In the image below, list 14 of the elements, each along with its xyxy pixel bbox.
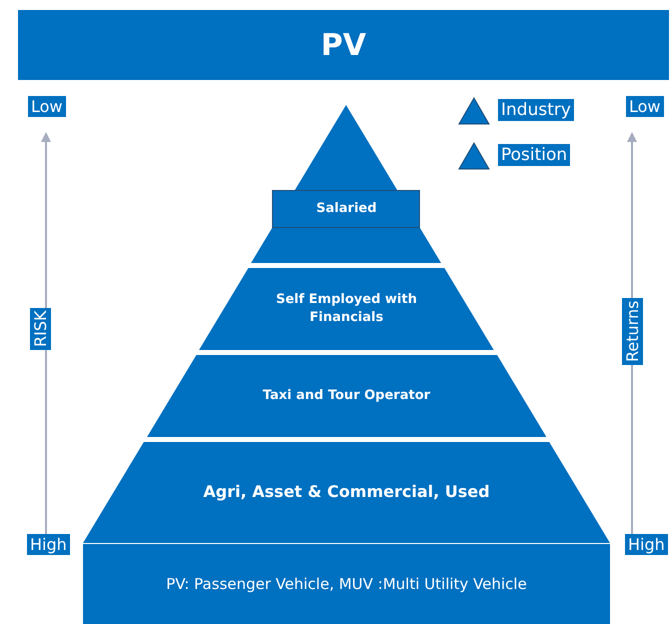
side-label: Low <box>28 96 66 117</box>
footnote-box: PV: Passenger Vehicle, MUV :Multi Utility Vehicle <box>83 544 610 624</box>
tier-label: Taxi and Tour Operator <box>262 386 432 405</box>
side-label: Low <box>626 96 664 117</box>
side-label: High <box>27 534 70 555</box>
side-label: High <box>625 534 668 555</box>
title-banner: PV <box>18 10 669 80</box>
side-label: Returns <box>622 298 643 365</box>
legend-label: Position <box>498 144 570 166</box>
tier-label: Salaried <box>272 190 420 228</box>
legend-label: Industry <box>498 99 574 121</box>
tier-label: Self Employed with Financials <box>274 290 418 327</box>
side-label: RISK <box>30 308 51 350</box>
tier-label: Agri, Asset & Commercial, Used <box>202 481 491 504</box>
